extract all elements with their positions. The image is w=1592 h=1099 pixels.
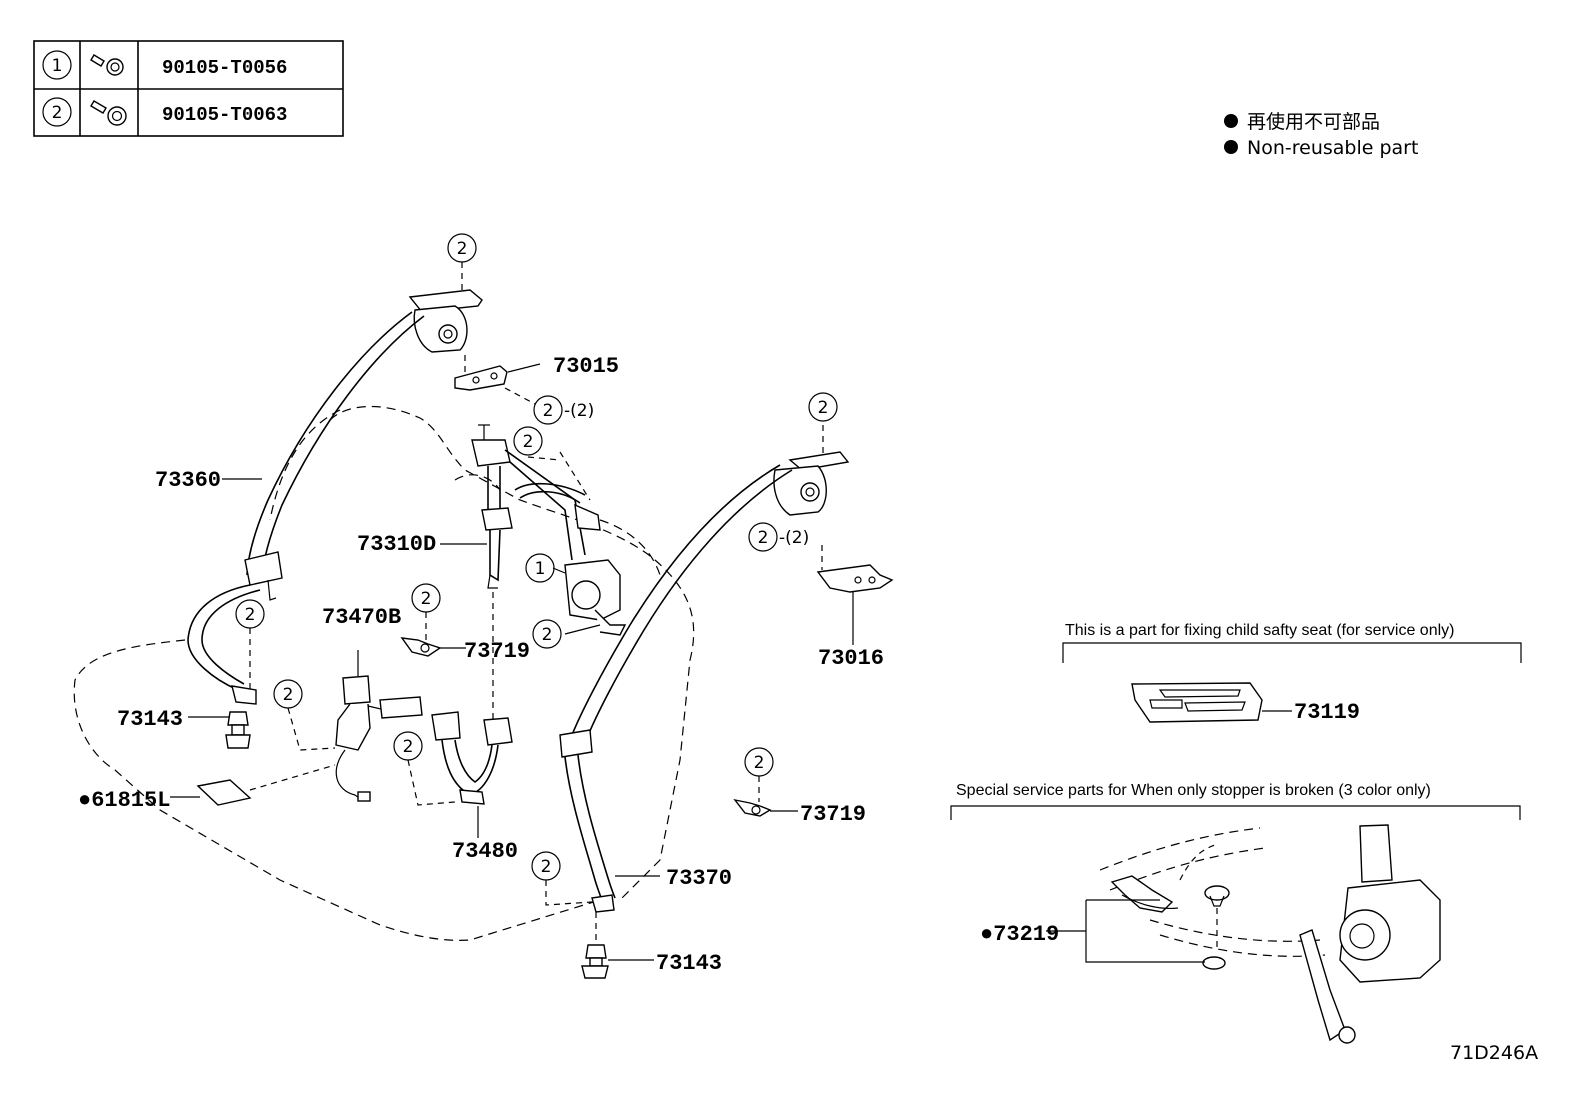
svg-text:2: 2 (421, 589, 432, 609)
qty-note: -(2) (564, 401, 594, 421)
bolt-table-row-1: 1 90105-T0056 (42, 50, 287, 80)
callout-2-center-bottom: 2 (532, 619, 562, 649)
callout-2-qty-73016: 2 -(2) (748, 522, 809, 552)
svg-text:2: 2 (818, 398, 829, 418)
rear-seat-outline (73, 405, 695, 941)
svg-text:2: 2 (283, 685, 294, 705)
bolt-table: 1 90105-T0056 2 90105-T0063 (33, 40, 344, 137)
callout-2-left-bolt: 2 (235, 599, 265, 629)
part-61815L-pad (170, 779, 252, 806)
non-reusable-dot-icon (1224, 140, 1238, 154)
callout-leaders (249, 456, 593, 906)
label-73719-right: 73719 (800, 802, 866, 827)
callout-2-top-left: 2 (447, 233, 477, 263)
callout-2-right-clip: 2 (744, 747, 774, 777)
bolt-index-2: 2 (52, 103, 63, 123)
diagram-code: 71D246A (1450, 1042, 1538, 1064)
callout-2-buckle-73470B: 2 (273, 679, 303, 709)
svg-text:2: 2 (457, 239, 468, 259)
svg-text:2: 2 (543, 401, 554, 421)
callout-2-right-top: 2 (808, 392, 838, 422)
legend-jp-text: 再使用不可部品 (1247, 111, 1380, 133)
svg-text:2: 2 (403, 737, 414, 757)
part-73143-bottom-bolt (581, 912, 654, 979)
svg-text:1: 1 (535, 559, 546, 579)
note-stopper: Special service parts for When only stop… (956, 782, 1431, 799)
bolt-index-1: 1 (52, 56, 63, 76)
part-labels: 73015 73360 73310D 73016 73470B 73719 73… (78, 354, 884, 976)
label-73310D: 73310D (357, 532, 436, 557)
label-73719-left: 73719 (464, 639, 530, 664)
label-73143-left: 73143 (117, 707, 183, 732)
label-73119: 73119 (1294, 700, 1360, 725)
bolt-icon (90, 100, 127, 126)
label-73015: 73015 (553, 354, 619, 379)
note-child-seat: This is a part for fixing child safty se… (1065, 622, 1454, 639)
qty-note: -(2) (779, 528, 809, 548)
callout-1-center: 1 (525, 553, 555, 583)
label-73470B: 73470B (322, 605, 401, 630)
part-73143-left-bolt (188, 628, 251, 749)
label-73370: 73370 (666, 866, 732, 891)
svg-text:2: 2 (523, 432, 534, 452)
callout-2-qty-73015: 2 -(2) (533, 395, 594, 425)
callout-2-left-clip: 2 (411, 583, 441, 613)
callout-2-buckle-73480: 2 (393, 731, 423, 761)
label-73219: ●73219 (980, 922, 1059, 947)
part-73016-plate (816, 545, 894, 645)
child-seat-anchor-panel: This is a part for fixing child safty se… (1062, 622, 1522, 725)
bolt-table-row-2: 2 90105-T0063 (42, 97, 287, 127)
label-73143-bottom: 73143 (656, 951, 722, 976)
left-outer-belt-assembly (187, 289, 483, 705)
svg-text:2: 2 (754, 753, 765, 773)
svg-text:2: 2 (542, 625, 553, 645)
right-outer-belt-assembly (559, 425, 850, 913)
buckle-73470B (335, 650, 423, 802)
part-73719-left-clip (400, 612, 466, 657)
label-73016: 73016 (818, 646, 884, 671)
svg-text:2: 2 (541, 857, 552, 877)
label-73360: 73360 (155, 468, 221, 493)
center-belt-assembly (471, 424, 627, 720)
callout-2-center-top: 2 (513, 426, 543, 456)
legend: 再使用不可部品 Non-reusable part (1224, 111, 1418, 159)
svg-text:2: 2 (758, 528, 769, 548)
part-73015-plate (454, 262, 541, 405)
stopper-service-panel: Special service parts for When only stop… (950, 782, 1521, 1044)
bolt-part-number-1: 90105-T0056 (162, 57, 287, 79)
non-reusable-dot-icon (1224, 114, 1238, 128)
label-73480: 73480 (452, 839, 518, 864)
svg-text:2: 2 (245, 605, 256, 625)
bolt-icon (90, 54, 124, 76)
label-61815L: ●61815L (78, 788, 170, 813)
part-73119-bracket (1131, 682, 1263, 723)
callout-2-bottom: 2 (531, 851, 561, 881)
legend-en-text: Non-reusable part (1247, 137, 1418, 159)
buckle-73480 (431, 711, 513, 838)
part-73719-right-clip (733, 776, 798, 817)
bolt-part-number-2: 90105-T0063 (162, 104, 287, 126)
